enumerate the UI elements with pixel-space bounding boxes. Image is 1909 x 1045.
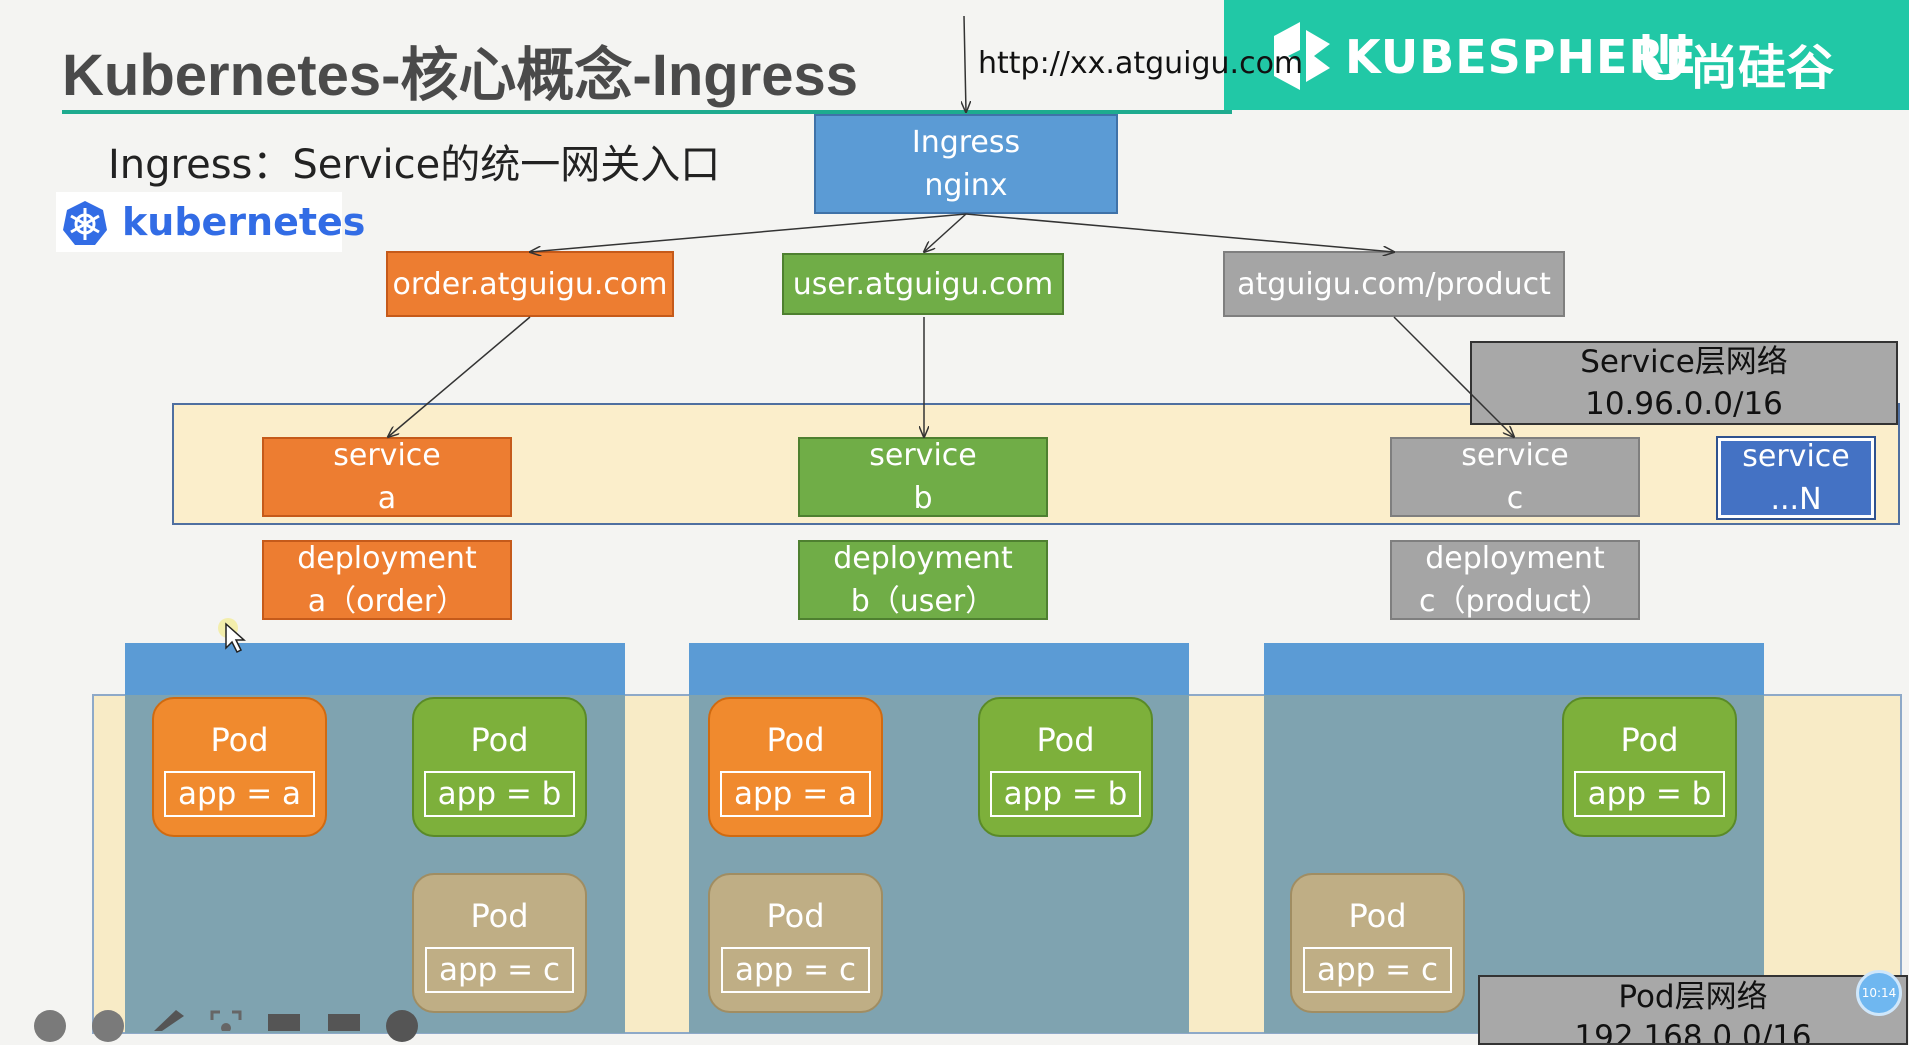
kubesphere-logo-icon	[1274, 22, 1330, 90]
notes-icon[interactable]	[328, 1014, 360, 1031]
pod-name: Pod	[470, 897, 529, 935]
route-product: atguigu.com/product	[1223, 251, 1565, 317]
route-order: order.atguigu.com	[386, 251, 674, 317]
pod-node1-a: Pod app = a	[152, 697, 327, 837]
request-url: http://xx.atguigu.com	[978, 46, 1304, 81]
mouse-cursor-icon	[218, 618, 246, 654]
more-icon[interactable]	[386, 1010, 418, 1042]
page-title: Kubernetes-核心概念-Ingress	[62, 43, 859, 108]
page-subtitle: Ingress：Service的统一网关入口	[108, 142, 721, 188]
service-network-label: Service层网络 10.96.0.0/16	[1470, 341, 1898, 425]
kubesphere-wordmark: KUBESPHERE	[1345, 30, 1698, 84]
next-icon[interactable]	[92, 1010, 124, 1042]
capture-icon[interactable]	[210, 1010, 242, 1031]
node-2-header	[689, 643, 1189, 695]
ingress-nginx-box: Ingress nginx	[814, 114, 1118, 214]
route-user: user.atguigu.com	[782, 253, 1064, 315]
prev-icon[interactable]	[34, 1010, 66, 1042]
pod-node1-b: Pod app = b	[412, 697, 587, 837]
pod-name: Pod	[766, 897, 825, 935]
pod-node2-a: Pod app = a	[708, 697, 883, 837]
arrow-product-to-service-c	[1393, 316, 1514, 437]
pod-name: Pod	[210, 721, 269, 759]
pod-name: Pod	[470, 721, 529, 759]
pen-icon[interactable]	[150, 1010, 186, 1031]
arrow-order-to-service-a	[388, 316, 531, 437]
arrow-ingress-to-product	[965, 213, 1394, 252]
deployment-a: deployment a（order）	[262, 540, 512, 620]
node-1-header	[125, 643, 625, 695]
service-network-title: Service层网络	[1580, 344, 1788, 380]
deployment-b: deployment b（user）	[798, 540, 1048, 620]
clock-badge: 10:14	[1856, 970, 1902, 1016]
service-c: service c	[1390, 437, 1640, 517]
pod-label: app = b	[989, 771, 1142, 817]
service-network-cidr: 10.96.0.0/16	[1585, 386, 1783, 422]
pod-label: app = a	[719, 771, 872, 817]
atguigu-wordmark: 尚硅谷	[1690, 40, 1835, 96]
brand-bar	[1224, 0, 1909, 110]
service-n: service ...N	[1716, 436, 1876, 520]
pod-name: Pod	[1036, 721, 1095, 759]
pod-label: app = b	[1573, 771, 1726, 817]
node-3-header	[1264, 643, 1764, 695]
kubernetes-wordmark: kubernetes	[122, 200, 366, 244]
service-a: service a	[262, 437, 512, 517]
title-underline	[62, 110, 1232, 114]
arrow-ingress-to-user	[924, 213, 967, 252]
arrow-ingress-to-order	[530, 213, 967, 252]
pod-label: app = b	[423, 771, 576, 817]
kubernetes-helm-icon	[63, 201, 107, 245]
pod-node3-b: Pod app = b	[1562, 697, 1737, 837]
pod-node2-b: Pod app = b	[978, 697, 1153, 837]
screen-icon[interactable]	[268, 1014, 300, 1031]
pod-name: Pod	[1620, 721, 1679, 759]
pod-name: Pod	[766, 721, 825, 759]
pod-label: app = c	[1302, 947, 1453, 993]
pod-node2-c: Pod app = c	[708, 873, 883, 1013]
pod-label: app = c	[424, 947, 575, 993]
deployment-c: deployment c（product）	[1390, 540, 1640, 620]
arrow-url-to-ingress	[964, 15, 966, 112]
pod-name: Pod	[1348, 897, 1407, 935]
pod-label: app = c	[720, 947, 871, 993]
pod-label: app = a	[163, 771, 316, 817]
pod-node1-c: Pod app = c	[412, 873, 587, 1013]
service-b: service b	[798, 437, 1048, 517]
pod-node3-c: Pod app = c	[1290, 873, 1465, 1013]
atguigu-logo-icon	[1642, 34, 1686, 80]
pod-network-title: Pod层网络	[1618, 979, 1768, 1015]
